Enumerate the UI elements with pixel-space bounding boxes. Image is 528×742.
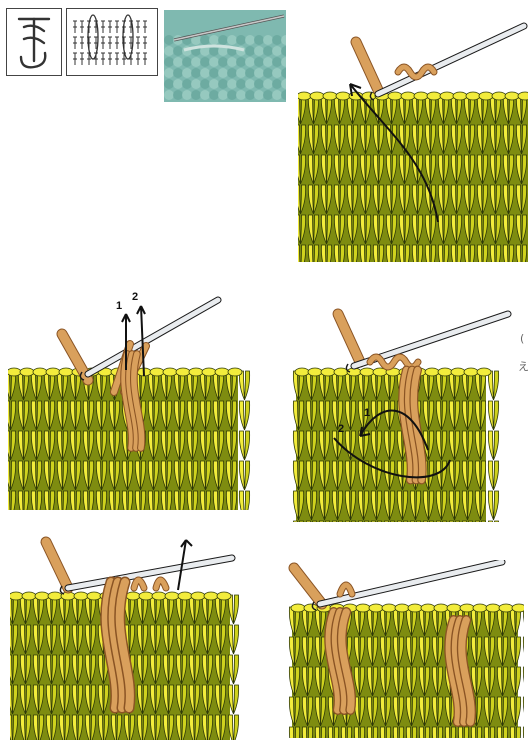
photo-content — [164, 16, 286, 100]
step-3-label-1: 1 — [364, 407, 370, 419]
stitch-chart — [73, 15, 147, 65]
stitch-chart-icon — [66, 8, 158, 76]
top-edge-loops — [298, 92, 528, 100]
step-3-label-2: 2 — [338, 423, 344, 435]
sample-photo — [164, 10, 286, 102]
edge-fragment-2: え — [518, 360, 528, 373]
edge-fragment-1: ( — [520, 332, 524, 345]
yarn-strand — [134, 580, 144, 588]
step-2-label-1: 1 — [116, 300, 122, 312]
yarn-strand — [46, 542, 68, 588]
top-edge-loops — [295, 368, 491, 376]
fabric — [298, 92, 528, 262]
post-stitch-symbol-icon — [6, 8, 62, 76]
yarn-strand — [340, 585, 352, 594]
step-3-illustration: 2 1 ( え — [290, 300, 528, 522]
step-1-illustration — [298, 12, 528, 262]
step-5-illustration — [288, 560, 524, 738]
stitch-row — [289, 727, 524, 738]
yarn-strand — [338, 314, 360, 362]
step-4-illustration — [10, 530, 272, 740]
crochet-hook — [370, 26, 524, 100]
yarn-strand — [156, 580, 166, 588]
fabric — [293, 368, 498, 522]
yarn-strand — [370, 357, 418, 367]
yarn-strand — [294, 568, 322, 604]
step-2-label-2: 2 — [132, 291, 138, 303]
fabric — [289, 604, 524, 738]
step-2-illustration: 1 2 — [8, 280, 270, 510]
yarn-strand — [356, 42, 378, 90]
